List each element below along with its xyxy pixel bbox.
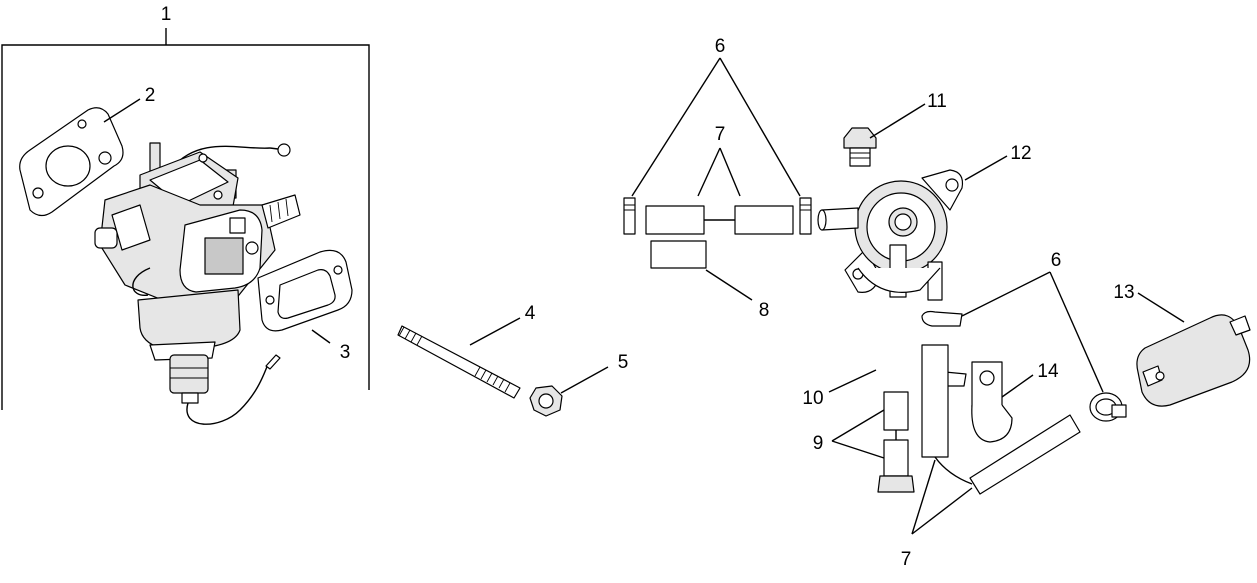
fuel-filter [1136,314,1251,407]
callout-13: 13 [1113,282,1134,303]
callout-5: 5 [618,352,629,373]
callout-3: 3 [340,342,351,363]
callout-labels: 1 2 3 4 5 6 6 7 7 8 9 10 11 12 13 14 [145,4,1135,570]
carburetor-spacer-gasket [257,249,353,332]
assembly-bracket [1,28,370,410]
fuel-hose-short [650,240,707,269]
callout-10: 10 [802,388,823,409]
hose-clamp-left [623,197,636,235]
callout-12: 12 [1010,143,1031,164]
hose-clamp-right [799,197,812,235]
fuel-hose-upper [645,205,794,235]
fuel-pump [817,169,964,301]
callout-6-lower: 6 [1051,250,1062,271]
callout-1: 1 [161,4,172,25]
fitting-plug [843,127,877,167]
callout-2: 2 [145,85,156,106]
fuel-hose-lower [921,344,1081,495]
hose-clamp-lower-small [921,310,963,327]
hex-nut [529,385,563,417]
carburetor-gasket [19,107,124,217]
callout-6-upper: 6 [715,36,726,57]
leader-lines [103,57,1185,535]
hose-clamp-lower-worm [1089,392,1127,422]
callout-14: 14 [1037,361,1059,382]
hose-fittings [877,391,915,493]
callout-7-lower: 7 [901,549,912,570]
carburetor-assembly [94,142,301,425]
callout-11: 11 [927,91,947,112]
p-clamp [971,361,1013,443]
callout-4: 4 [525,303,536,324]
callout-9: 9 [813,433,824,454]
mounting-stud [397,325,521,399]
callout-7-upper: 7 [715,124,726,145]
callout-8: 8 [759,300,770,321]
